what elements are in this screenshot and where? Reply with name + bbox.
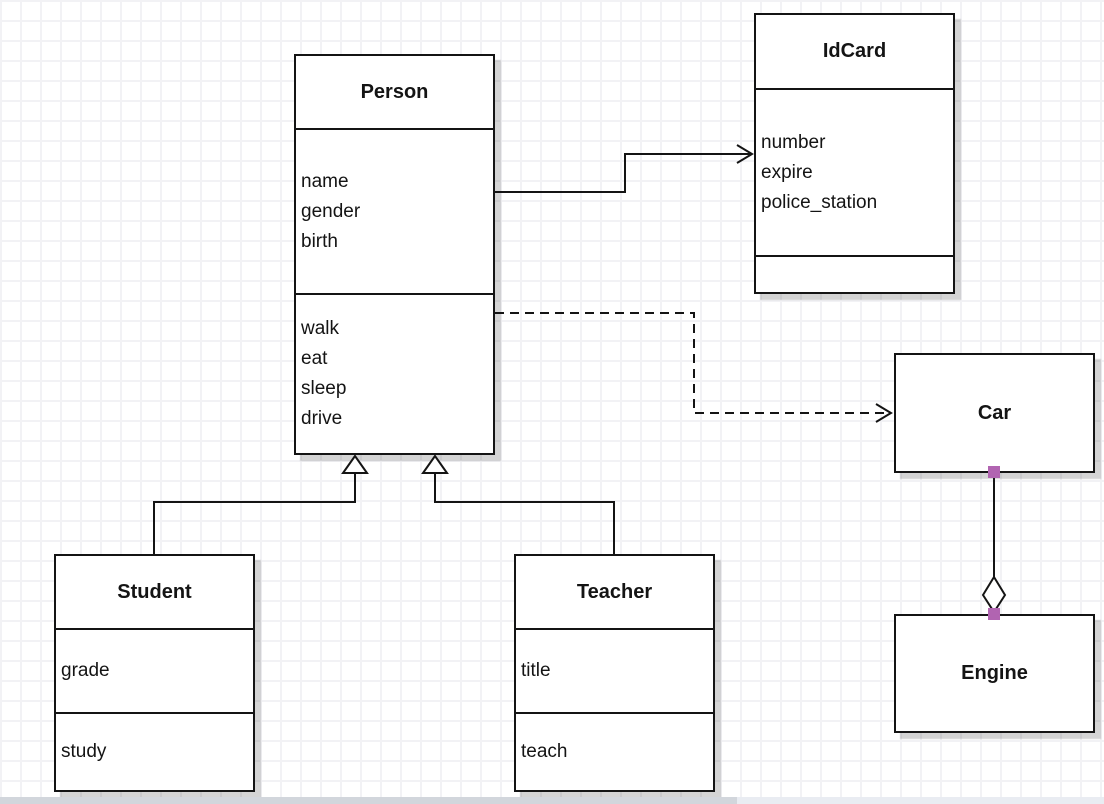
generalization-teacher-person[interactable] [434, 473, 615, 554]
attributes-compartment: title [516, 628, 713, 712]
association-person-idcard[interactable] [495, 153, 750, 193]
class-car[interactable]: Car [894, 353, 1095, 473]
class-title: Student [117, 580, 192, 603]
class-idcard[interactable]: IdCard number expire police_station [754, 13, 955, 294]
generalization-triangle-icon [421, 454, 449, 474]
class-student[interactable]: Student grade study [54, 554, 255, 792]
dependency-person-car[interactable] [495, 312, 888, 414]
attributes-compartment: grade [56, 628, 253, 712]
class-attribute: gender [301, 200, 361, 222]
class-attribute: title [521, 660, 551, 681]
methods-compartment-empty [756, 255, 953, 292]
class-person[interactable]: Person name gender birth walk eat sleep … [294, 54, 495, 455]
class-title: Engine [961, 662, 1028, 684]
class-method: teach [521, 741, 568, 762]
class-method: walk [301, 318, 340, 339]
class-method: study [61, 741, 107, 762]
aggregation-diamond-icon [981, 575, 1007, 614]
generalization-triangle-icon [341, 454, 369, 474]
class-title: IdCard [822, 40, 887, 62]
open-arrowhead-icon [736, 144, 754, 164]
class-teacher[interactable]: Teacher title teach [514, 554, 715, 792]
connector-endpoint-handle[interactable] [988, 466, 1000, 478]
attributes-compartment: name gender birth [296, 128, 493, 293]
class-engine[interactable]: Engine [894, 614, 1095, 733]
class-attribute: number [761, 131, 826, 153]
class-title: Car [977, 401, 1012, 424]
scrollbar-thumb[interactable] [0, 797, 737, 804]
class-method: drive [301, 408, 343, 429]
class-attribute: police_station [761, 191, 878, 213]
class-attribute: name [301, 170, 349, 192]
class-attribute: expire [761, 161, 813, 183]
open-arrowhead-icon [875, 403, 893, 423]
class-title: Teacher [576, 580, 653, 603]
methods-compartment: walk eat sleep drive [296, 293, 493, 453]
horizontal-scrollbar[interactable] [0, 797, 1104, 804]
methods-compartment: teach [516, 712, 713, 790]
attributes-compartment: number expire police_station [756, 88, 953, 255]
class-method: eat [301, 348, 328, 369]
methods-compartment: study [56, 712, 253, 790]
class-attribute: birth [301, 230, 338, 252]
connector-endpoint-handle[interactable] [988, 608, 1000, 620]
class-title: Person [360, 80, 429, 103]
class-method: sleep [301, 378, 347, 399]
generalization-student-person[interactable] [153, 473, 356, 554]
class-attribute: grade [61, 660, 110, 681]
